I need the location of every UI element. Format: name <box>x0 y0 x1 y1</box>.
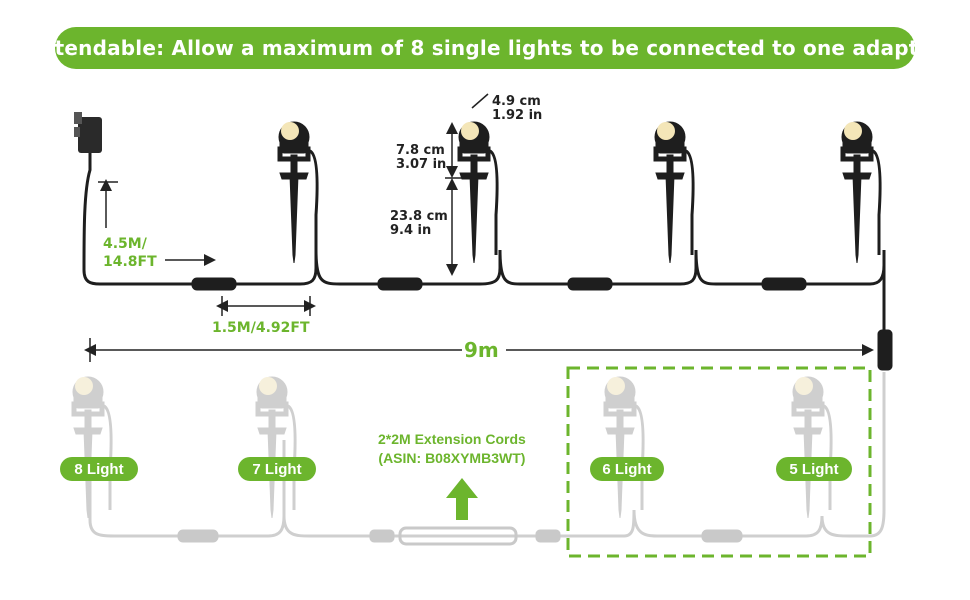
lamp-6 <box>602 375 645 520</box>
light-label-5: 5 Light <box>776 457 852 481</box>
lamp-3 <box>652 120 695 265</box>
lens-glows <box>281 122 862 140</box>
faded-lens-glows <box>75 377 813 395</box>
lamp-7 <box>254 375 297 520</box>
faded-connectors <box>177 526 743 546</box>
light-label-7: 7 Light <box>238 457 316 481</box>
adapter-cable-label: 4.5M/14.8FT <box>103 236 157 270</box>
header-title: Extendable: Allow a maximum of 8 single … <box>27 36 943 60</box>
extension-box <box>566 366 872 558</box>
lamp-8 <box>70 375 113 520</box>
up-arrow-icon <box>446 478 478 520</box>
light-label-8: 8 Light <box>60 457 138 481</box>
lamp-2 <box>456 120 499 265</box>
light-label-6: 6 Light <box>590 457 664 481</box>
main-cable <box>82 153 886 330</box>
lamp-5 <box>790 375 833 520</box>
lamp-1 <box>276 120 319 265</box>
dimension-lines <box>84 93 874 362</box>
top-lamps <box>276 120 882 265</box>
total-length-label: 9m <box>464 338 499 362</box>
extension-cords-label: 2*2M Extension Cords(ASIN: B08XYMB3WT) <box>378 431 526 466</box>
adapter <box>74 112 102 153</box>
header-banner: Extendable: Allow a maximum of 8 single … <box>28 27 942 69</box>
spacing-label: 1.5M/4.92FT <box>212 320 310 336</box>
cable-connectors <box>191 277 893 371</box>
lamp-4 <box>839 120 882 265</box>
